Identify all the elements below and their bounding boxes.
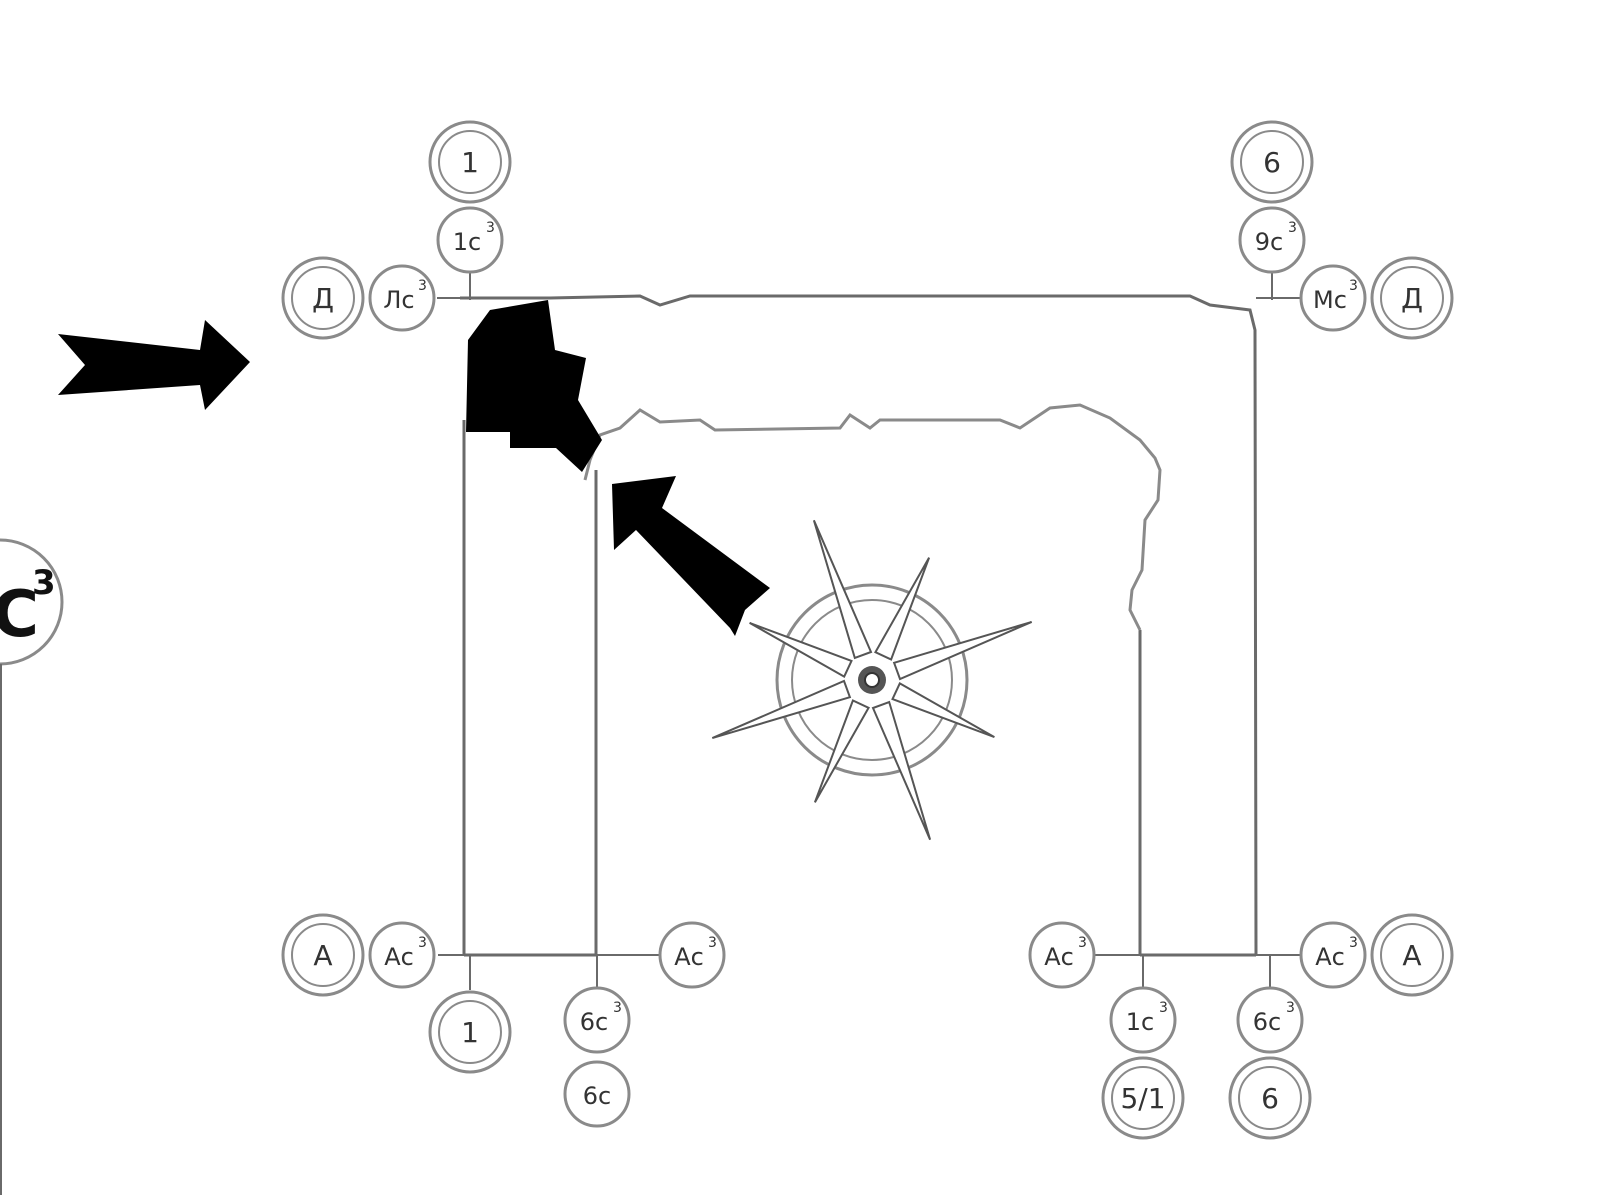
axis-bubble-left-bottom-inner-label: Ас (384, 943, 414, 971)
axis-bubble-bottom-r2-inner-sup: 3 (1286, 1000, 1295, 1016)
axis-bubble-bottom-r1-inner-sup: 3 (1159, 1000, 1168, 1016)
axis-bubble-right-top-inner-sup: 3 (1349, 278, 1358, 294)
highlighted-room (466, 300, 602, 472)
axis-bubble-left-top-inner-label: Лс (383, 286, 414, 314)
axis-bubble-right-bottom-mid-inner-sup: 3 (1078, 935, 1087, 951)
axis-bubble-right-top-outer: Д (1370, 256, 1454, 340)
axis-bubble-top-right-inner-label: 9с (1255, 228, 1283, 256)
axis-bubble-bottom-mid-lower-label: 6с (583, 1082, 611, 1110)
axis-bubble-bottom-r1-inner: 1с 3 (1109, 986, 1177, 1054)
axis-bubble-right-bottom-outer: А (1370, 913, 1454, 997)
compass-point (891, 681, 995, 739)
axis-lines (437, 268, 1302, 990)
axis-bubble-mid-bottom-right-label: Ас (674, 943, 704, 971)
axis-bubble-bottom-left-outer: 1 (428, 990, 512, 1074)
axis-bubble-left-bottom-outer: А (281, 913, 365, 997)
compass-point (813, 699, 871, 803)
axis-bubble-left-top-inner-sup: 3 (418, 278, 427, 294)
axis-bubble-bottom-left-outer-label: 1 (461, 1016, 479, 1049)
axis-bubble-bottom-mid-inner-label: 6с (580, 1008, 608, 1036)
axis-bubble-top-left-inner-sup: 3 (486, 220, 495, 236)
axis-bubble-right-bottom-inner-label: Ас (1315, 943, 1345, 971)
axis-bubble-top-right-inner-sup: 3 (1288, 220, 1297, 236)
axis-bubble-bottom-mid-inner: 6с 3 (563, 986, 631, 1054)
axis-bubble-bottom-r2-outer: 6 (1228, 1056, 1312, 1140)
axis-bubble-bottom-r1-outer-label: 5/1 (1120, 1082, 1165, 1115)
axis-bubble-bottom-r2-inner-label: 6с (1253, 1008, 1281, 1036)
axis-bubble-top-right-outer: 6 (1230, 120, 1314, 204)
axis-bubble-top-left-inner: 1с 3 (436, 206, 504, 274)
axis-bubble-left-bottom-inner-sup: 3 (418, 935, 427, 951)
axis-bubble-top-right-inner: 9с 3 (1238, 206, 1306, 274)
compass-point (711, 679, 852, 740)
axis-bubble-left-bottom-outer-label: А (313, 939, 332, 972)
axis-bubble-top-left-inner-label: 1с (453, 228, 481, 256)
axis-bubble-bottom-r2-outer-label: 6 (1261, 1082, 1279, 1115)
axis-bubble-bottom-r1-inner-label: 1с (1126, 1008, 1154, 1036)
axis-bubble-top-left-outer: 1 (428, 120, 512, 204)
compass-point (812, 519, 873, 660)
compass-point (892, 620, 1033, 681)
compass-point (871, 700, 932, 841)
compass-point (749, 621, 853, 679)
side-axis-marker-sup: 3 (32, 563, 56, 603)
axis-bubble-left-top-outer: Д (281, 256, 365, 340)
axis-bubble-mid-bottom-right-sup: 3 (708, 935, 717, 951)
axis-bubble-bottom-r2-inner: 6с 3 (1236, 986, 1304, 1054)
axis-bubble-bottom-mid-lower: 6с (563, 1060, 631, 1128)
inner-courtyard-wall (583, 403, 1162, 631)
outer-walls (460, 294, 1258, 957)
axis-bubble-top-left-outer-label: 1 (461, 146, 479, 179)
axis-bubble-right-bottom-inner-sup: 3 (1349, 935, 1358, 951)
side-axis-marker-letter: С (0, 578, 39, 652)
axis-bubble-top-right-outer-label: 6 (1263, 146, 1281, 179)
axis-bubble-right-top-outer-label: Д (1401, 282, 1423, 315)
compass-rose-icon (711, 519, 1033, 841)
outer-top-wall (460, 294, 1258, 956)
axis-bubble-bottom-r1-outer: 5/1 (1101, 1056, 1185, 1140)
arrow-up-left-icon (612, 476, 770, 636)
axis-bubble-right-top-inner-label: Мс (1313, 286, 1347, 314)
axis-bubble-right-bottom-outer-label: А (1402, 939, 1421, 972)
axis-bubble-bottom-mid-inner-sup: 3 (613, 1000, 622, 1016)
axis-bubble-right-bottom-mid-inner-label: Ас (1044, 943, 1074, 971)
compass-point (873, 557, 931, 661)
axis-bubble-left-top-outer-label: Д (312, 282, 334, 315)
side-axis-marker: С 3 (0, 538, 64, 1195)
arrow-right-icon (58, 320, 250, 410)
